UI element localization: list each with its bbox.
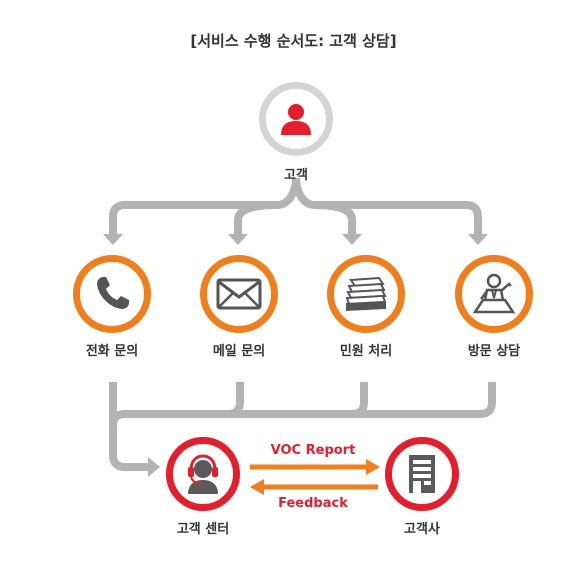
merge-connector <box>109 382 150 471</box>
down-arrowhead <box>468 234 488 245</box>
down-arrowhead <box>342 234 362 245</box>
complaint-ring <box>327 255 405 333</box>
right-arrowhead <box>148 457 160 477</box>
voc-report-arrowhead <box>366 459 380 475</box>
merge-connector <box>227 382 244 418</box>
page-title: [서비스 수행 순서도: 고객 상담] <box>190 32 397 50</box>
visitor-icon <box>471 272 517 316</box>
client-company-label: 고객사 <box>404 522 440 537</box>
channel-phone-label: 전화 문의 <box>85 344 139 359</box>
building-icon <box>402 452 442 496</box>
merge-connector <box>109 382 496 427</box>
channel-complaint-label: 민원 처리 <box>339 344 393 359</box>
phone-icon <box>90 272 134 316</box>
person-icon <box>276 99 316 139</box>
fanout-connector <box>314 201 356 238</box>
channel-mail-label: 메일 문의 <box>212 344 266 359</box>
phone-ring <box>73 255 151 333</box>
mail-ring <box>200 255 278 333</box>
visit-ring <box>455 255 533 333</box>
customer-ring <box>259 82 333 156</box>
voc-report-label: VOC Report <box>270 443 356 458</box>
down-arrowhead <box>103 234 123 245</box>
down-arrowhead <box>228 234 248 245</box>
company-ring <box>385 437 459 511</box>
feedback-arrowhead <box>250 479 264 495</box>
merge-connector <box>351 382 368 418</box>
customer-label: 고객 <box>284 168 308 183</box>
feedback-label: Feedback <box>278 496 348 511</box>
center-ring <box>166 437 240 511</box>
fanout-connector <box>234 201 278 238</box>
mail-icon <box>216 277 262 311</box>
document-stack-icon <box>343 274 389 314</box>
headset-agent-icon <box>181 452 225 496</box>
fanout-connector <box>292 177 482 238</box>
customer-center-label: 고객 센터 <box>176 522 230 537</box>
channel-visit-label: 방문 상담 <box>467 344 521 359</box>
